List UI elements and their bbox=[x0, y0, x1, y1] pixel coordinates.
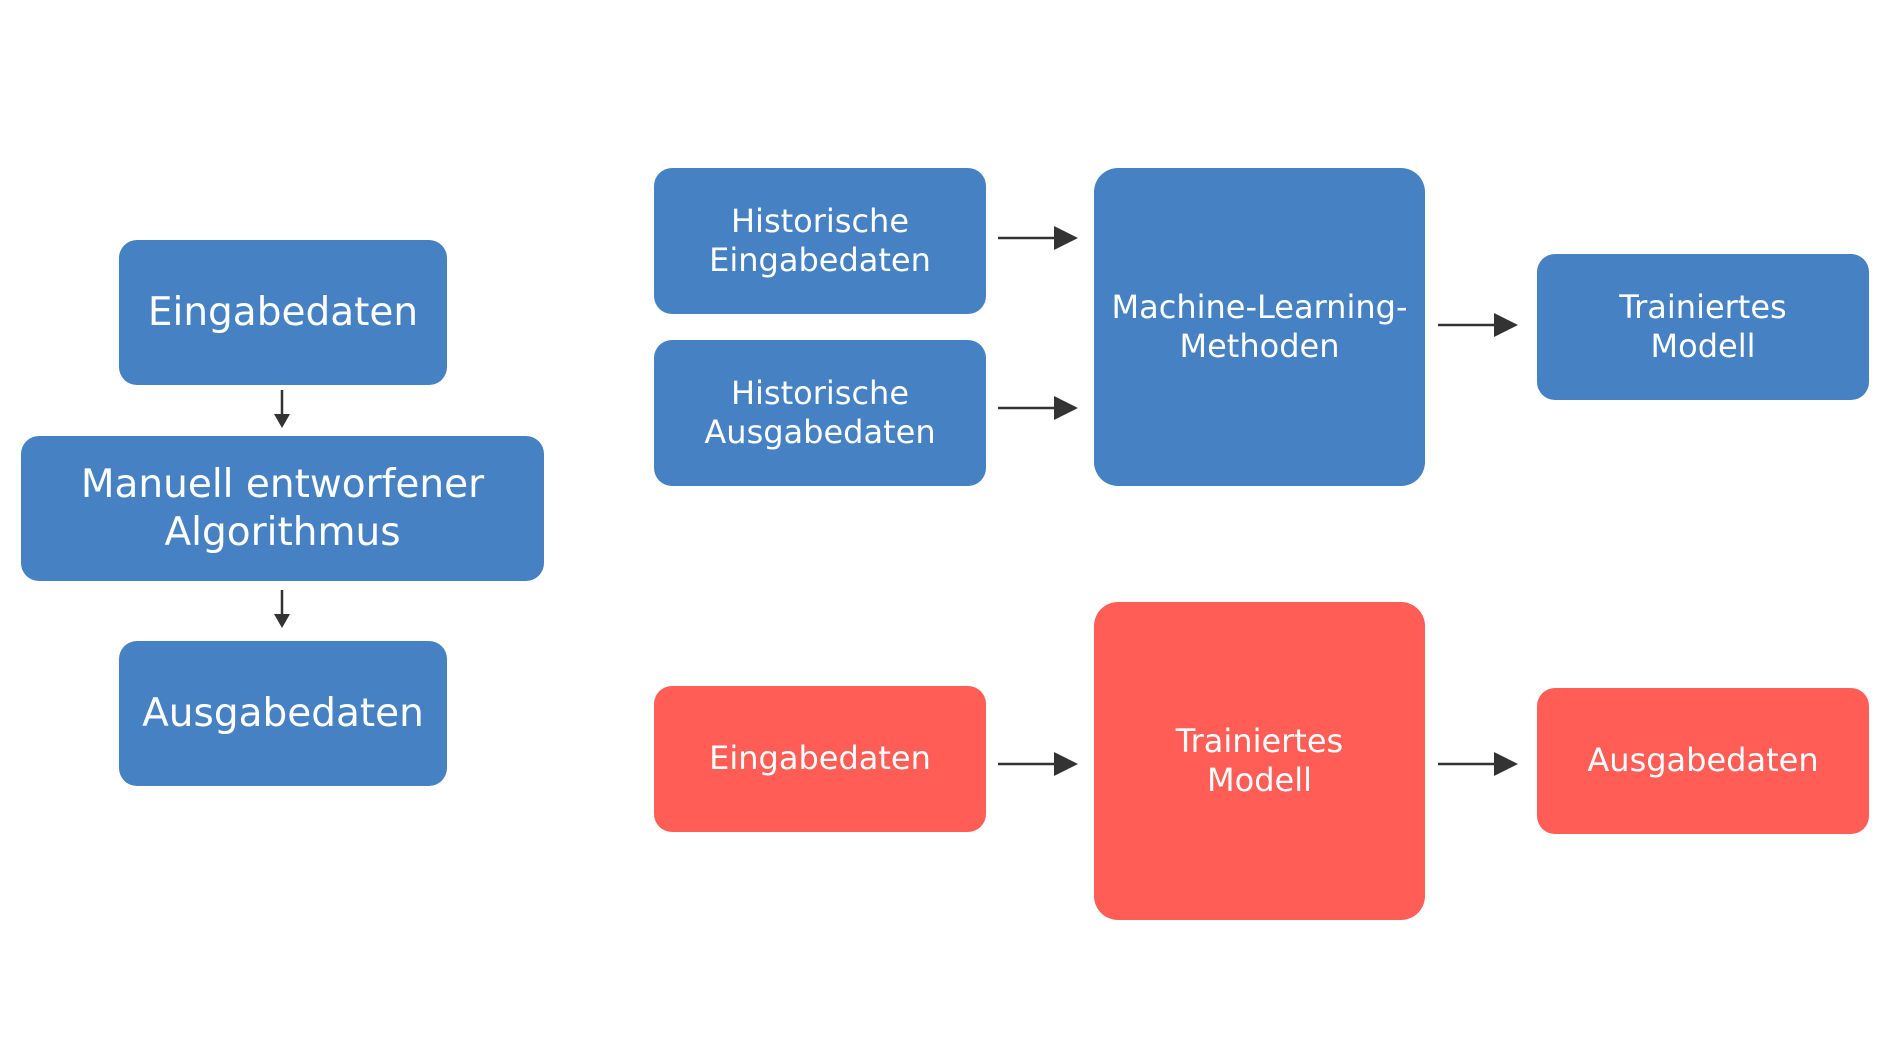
trained-model-label: Trainiertes Modell bbox=[1619, 287, 1787, 365]
inference-model-label: Trainiertes Modell bbox=[1175, 721, 1344, 799]
inference-output-box: Ausgabedaten bbox=[1537, 688, 1869, 834]
arrow-classic-algorithm-to-output bbox=[274, 590, 290, 628]
arrow-classic-input-to-algorithm bbox=[274, 390, 290, 428]
classic-algorithm-box: Manuell entworfener Algorithmus bbox=[21, 436, 544, 581]
classic-input-box: Eingabedaten bbox=[119, 240, 447, 385]
arrow-inference-model-to-output bbox=[1438, 752, 1518, 776]
ml-methods-label: Machine-Learning- Methoden bbox=[1111, 287, 1408, 365]
classic-output-box: Ausgabedaten bbox=[119, 641, 447, 786]
hist-output-label: Historische Ausgabedaten bbox=[704, 373, 936, 451]
classic-output-label: Ausgabedaten bbox=[142, 690, 424, 736]
classic-input-label: Eingabedaten bbox=[147, 289, 419, 335]
arrow-ml-to-trained-model bbox=[1438, 313, 1518, 337]
hist-input-label: Historische Eingabedaten bbox=[709, 201, 931, 279]
arrow-hist-output-to-ml bbox=[998, 396, 1078, 420]
hist-input-box: Historische Eingabedaten bbox=[654, 168, 986, 314]
hist-output-box: Historische Ausgabedaten bbox=[654, 340, 986, 486]
trained-model-box: Trainiertes Modell bbox=[1537, 254, 1869, 400]
arrow-hist-input-to-ml bbox=[998, 226, 1078, 250]
arrow-inference-input-to-model bbox=[998, 752, 1078, 776]
classic-algorithm-label: Manuell entworfener Algorithmus bbox=[80, 461, 485, 555]
ml-methods-box: Machine-Learning- Methoden bbox=[1094, 168, 1425, 486]
inference-model-box: Trainiertes Modell bbox=[1094, 602, 1425, 920]
inference-output-label: Ausgabedaten bbox=[1587, 741, 1819, 780]
inference-input-box: Eingabedaten bbox=[654, 686, 986, 832]
inference-input-label: Eingabedaten bbox=[709, 739, 931, 778]
